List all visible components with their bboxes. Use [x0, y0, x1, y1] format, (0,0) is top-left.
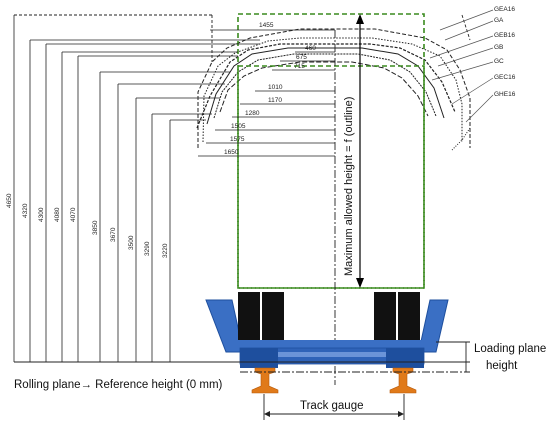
vdim-label: 4650 — [6, 193, 13, 208]
load-block-left-2 — [262, 292, 284, 340]
hdim-label: 1650 — [224, 149, 239, 156]
gauge-label-ghe16: GHE16 — [494, 91, 516, 98]
load-blocks — [238, 292, 420, 340]
outline-geb16 — [196, 43, 456, 129]
vertical-dim-labels: 4650 4320 4300 4080 4070 3850 3670 3500 … — [6, 193, 169, 258]
hdim-label: 1280 — [245, 110, 260, 117]
wagon-beam — [268, 352, 396, 357]
vdim-label: 3500 — [128, 235, 135, 250]
gauge-legend: GEA16 GA GEB16 GB GC GEC16 GHE16 — [429, 6, 516, 123]
vdim-label: 3850 — [92, 220, 99, 235]
hdim-label: 460 — [305, 45, 316, 52]
outline-gc — [213, 53, 437, 119]
gauge-label-gc: GC — [494, 58, 504, 65]
hdim-label: 1010 — [268, 84, 283, 91]
gauge-label-gec16: GEC16 — [494, 74, 516, 81]
max-outline — [237, 13, 425, 289]
vdim-label: 4070 — [70, 207, 77, 222]
vdim-label: 3290 — [144, 241, 151, 256]
rolling-plane-label: Rolling plane→ Reference height (0 mm) — [14, 379, 223, 391]
track-gauge-dim — [263, 394, 405, 420]
hdim-label: 1575 — [230, 136, 245, 143]
hdim-label: 1170 — [268, 97, 282, 104]
max-height-label: Maximum allowed height = f (outline) — [343, 97, 355, 276]
gauge-label-gea16: GEA16 — [494, 6, 515, 13]
horizontal-dim-labels: 1455 460 675 715 1010 1170 1280 1505 157… — [224, 22, 316, 156]
gauge-label-gb: GB — [494, 44, 503, 51]
horizontal-dimensions — [198, 29, 335, 157]
loading-plane-label-line1: Loading plane — [474, 343, 546, 355]
max-outline-inner — [237, 65, 425, 289]
outline-gec16 — [219, 61, 429, 117]
max-height-arrow — [356, 14, 364, 288]
bogie-left — [240, 348, 278, 368]
vdim-label: 3670 — [110, 227, 117, 242]
outline-gea16 — [197, 28, 471, 148]
outline-ghe16 — [451, 127, 471, 151]
vertical-dimensions — [13, 15, 260, 362]
track-gauge-label: Track gauge — [300, 400, 364, 412]
vdim-label: 4300 — [38, 207, 45, 222]
vdim-label: 3220 — [162, 243, 169, 258]
vdim-label: 4320 — [22, 203, 29, 218]
wagon — [205, 299, 449, 368]
loading-plane-label-line2: height — [486, 360, 518, 372]
bogie-right — [386, 348, 424, 368]
gauge-label-ga: GA — [494, 17, 504, 24]
vdim-label: 4080 — [54, 207, 61, 222]
hdim-label: 1455 — [259, 22, 274, 29]
hdim-label: 715 — [294, 63, 305, 70]
hdim-label: 675 — [296, 54, 307, 61]
outline-gb — [206, 47, 445, 125]
load-block-right-2 — [398, 292, 420, 340]
wagon-deck — [234, 340, 430, 348]
hdim-label: 1505 — [231, 123, 246, 130]
load-block-left-1 — [238, 292, 260, 340]
load-block-right-1 — [374, 292, 396, 340]
max-outline-outer — [237, 13, 425, 289]
gauge-label-geb16: GEB16 — [494, 32, 515, 39]
gauge-outlines — [196, 28, 471, 151]
